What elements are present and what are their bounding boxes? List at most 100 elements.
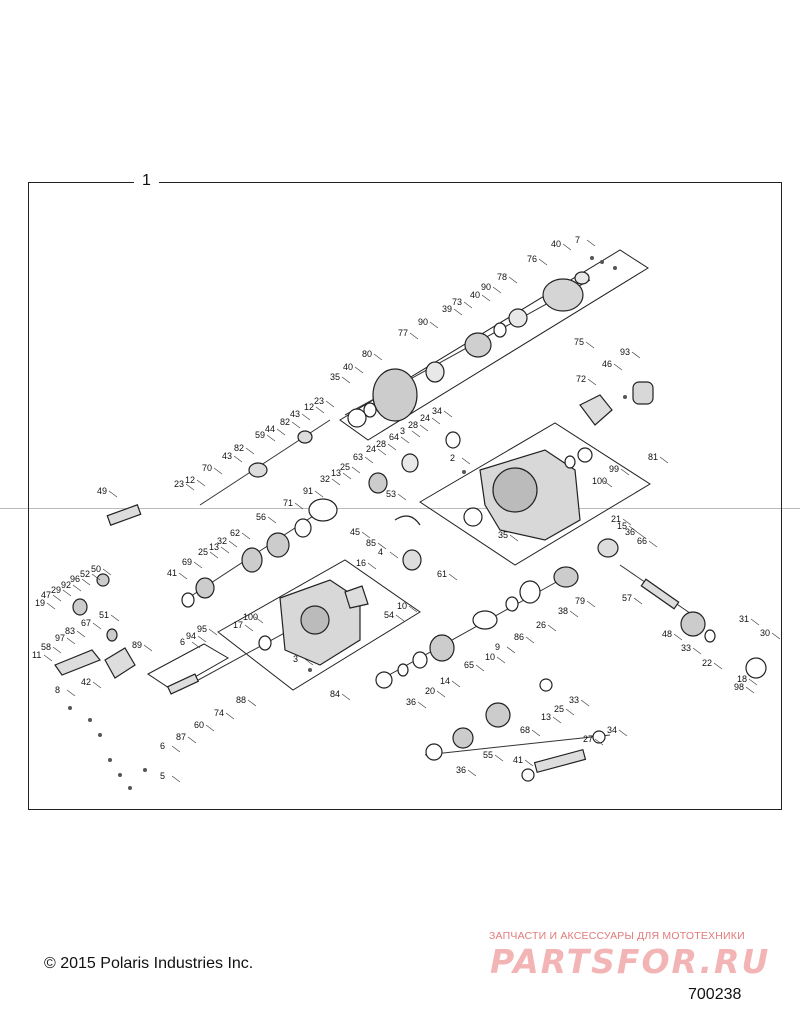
callout-32: 32 — [320, 474, 330, 484]
callout-60: 60 — [194, 720, 204, 730]
callout-23: 23 — [314, 396, 324, 406]
callout-54: 54 — [384, 610, 394, 620]
part-gear-80 — [372, 368, 418, 422]
leader-line — [628, 525, 638, 533]
callout-39: 39 — [442, 304, 452, 314]
leader-line — [524, 759, 534, 767]
leader-line — [409, 332, 419, 340]
leader-line — [244, 624, 254, 632]
leader-line — [315, 406, 325, 414]
callout-67: 67 — [81, 618, 91, 628]
callout-49: 49 — [97, 486, 107, 496]
callout-62: 62 — [230, 528, 240, 538]
callout-21: 21 — [611, 514, 621, 524]
part-ring-26 — [505, 596, 519, 612]
part-seal-100 — [564, 455, 576, 469]
bolt-8c — [98, 733, 102, 737]
bolt-2 — [462, 470, 466, 474]
callout-3: 3 — [293, 654, 298, 664]
leader-line — [110, 614, 120, 622]
leader-line — [580, 699, 590, 707]
part-shift-drum-49 — [106, 504, 142, 526]
leader-line — [648, 540, 658, 548]
leader-line — [266, 434, 276, 442]
callout-58: 58 — [41, 642, 51, 652]
leader-line — [509, 534, 519, 542]
assembly-frame — [28, 182, 782, 810]
leader-line — [241, 532, 251, 540]
callout-51: 51 — [99, 610, 109, 620]
leader-line — [364, 456, 374, 464]
leader-line — [451, 680, 461, 688]
leader-line — [361, 531, 371, 539]
leader-line — [52, 646, 62, 654]
callout-90: 90 — [481, 282, 491, 292]
callout-13: 13 — [541, 712, 551, 722]
callout-6: 6 — [180, 637, 185, 647]
callout-73: 73 — [452, 297, 462, 307]
callout-95: 95 — [197, 624, 207, 634]
part-shaft-27 — [533, 748, 587, 774]
callout-53: 53 — [386, 489, 396, 499]
leader-line — [254, 616, 264, 624]
part-seal-33-bottom — [539, 678, 553, 692]
callout-30: 30 — [760, 628, 770, 638]
copyright-text: © 2015 Polaris Industries Inc. — [44, 955, 254, 972]
callout-38: 38 — [558, 606, 568, 616]
leader-line — [213, 467, 223, 475]
callout-36: 36 — [406, 697, 416, 707]
callout-57: 57 — [622, 593, 632, 603]
leader-line — [92, 681, 102, 689]
bolt-46 — [623, 395, 627, 399]
leader-line — [389, 551, 399, 559]
leader-line — [585, 341, 595, 349]
leader-line — [187, 736, 197, 744]
callout-12: 12 — [185, 475, 195, 485]
callout-63: 63 — [353, 452, 363, 462]
leader-line — [508, 276, 518, 284]
callout-93: 93 — [620, 347, 630, 357]
part-gear-63 — [368, 472, 388, 494]
callout-2: 2 — [450, 453, 455, 463]
leader-line — [481, 294, 491, 302]
leader-line — [436, 690, 446, 698]
callout-48: 48 — [662, 629, 672, 639]
leader-line — [66, 637, 76, 645]
group-box-81 — [419, 422, 651, 566]
callout-86: 86 — [514, 632, 524, 642]
leader-line — [618, 729, 628, 737]
callout-14: 14 — [440, 676, 450, 686]
leader-line — [267, 516, 277, 524]
callout-46: 46 — [602, 359, 612, 369]
callout-55: 55 — [483, 750, 493, 760]
bolt-5c — [128, 786, 132, 790]
part-hub-77 — [425, 361, 445, 383]
part-gear-69 — [195, 577, 215, 599]
bolt-3 — [308, 668, 312, 672]
part-washer-20 — [397, 663, 409, 677]
leader-line — [171, 745, 181, 753]
leader-line — [367, 562, 377, 570]
leader-line — [52, 594, 62, 602]
group-outlines — [147, 249, 651, 691]
leader-line — [538, 258, 548, 266]
callout-20: 20 — [425, 686, 435, 696]
part-gear-56 — [266, 532, 290, 558]
shaft-bottom — [424, 734, 611, 756]
leader-line — [341, 376, 351, 384]
part-flange-36-66 — [597, 538, 619, 558]
callout-9: 9 — [495, 642, 500, 652]
leader-line — [453, 308, 463, 316]
callout-18: 18 — [737, 674, 747, 684]
callout-24: 24 — [420, 413, 430, 423]
callout-28: 28 — [376, 439, 386, 449]
callout-77: 77 — [398, 328, 408, 338]
leader-line — [745, 686, 755, 694]
leader-line — [387, 443, 397, 451]
callout-35: 35 — [330, 372, 340, 382]
callout-25: 25 — [554, 704, 564, 714]
callout-8: 8 — [55, 685, 60, 695]
leader-line — [613, 363, 623, 371]
callout-66: 66 — [637, 536, 647, 546]
callout-43: 43 — [222, 451, 232, 461]
